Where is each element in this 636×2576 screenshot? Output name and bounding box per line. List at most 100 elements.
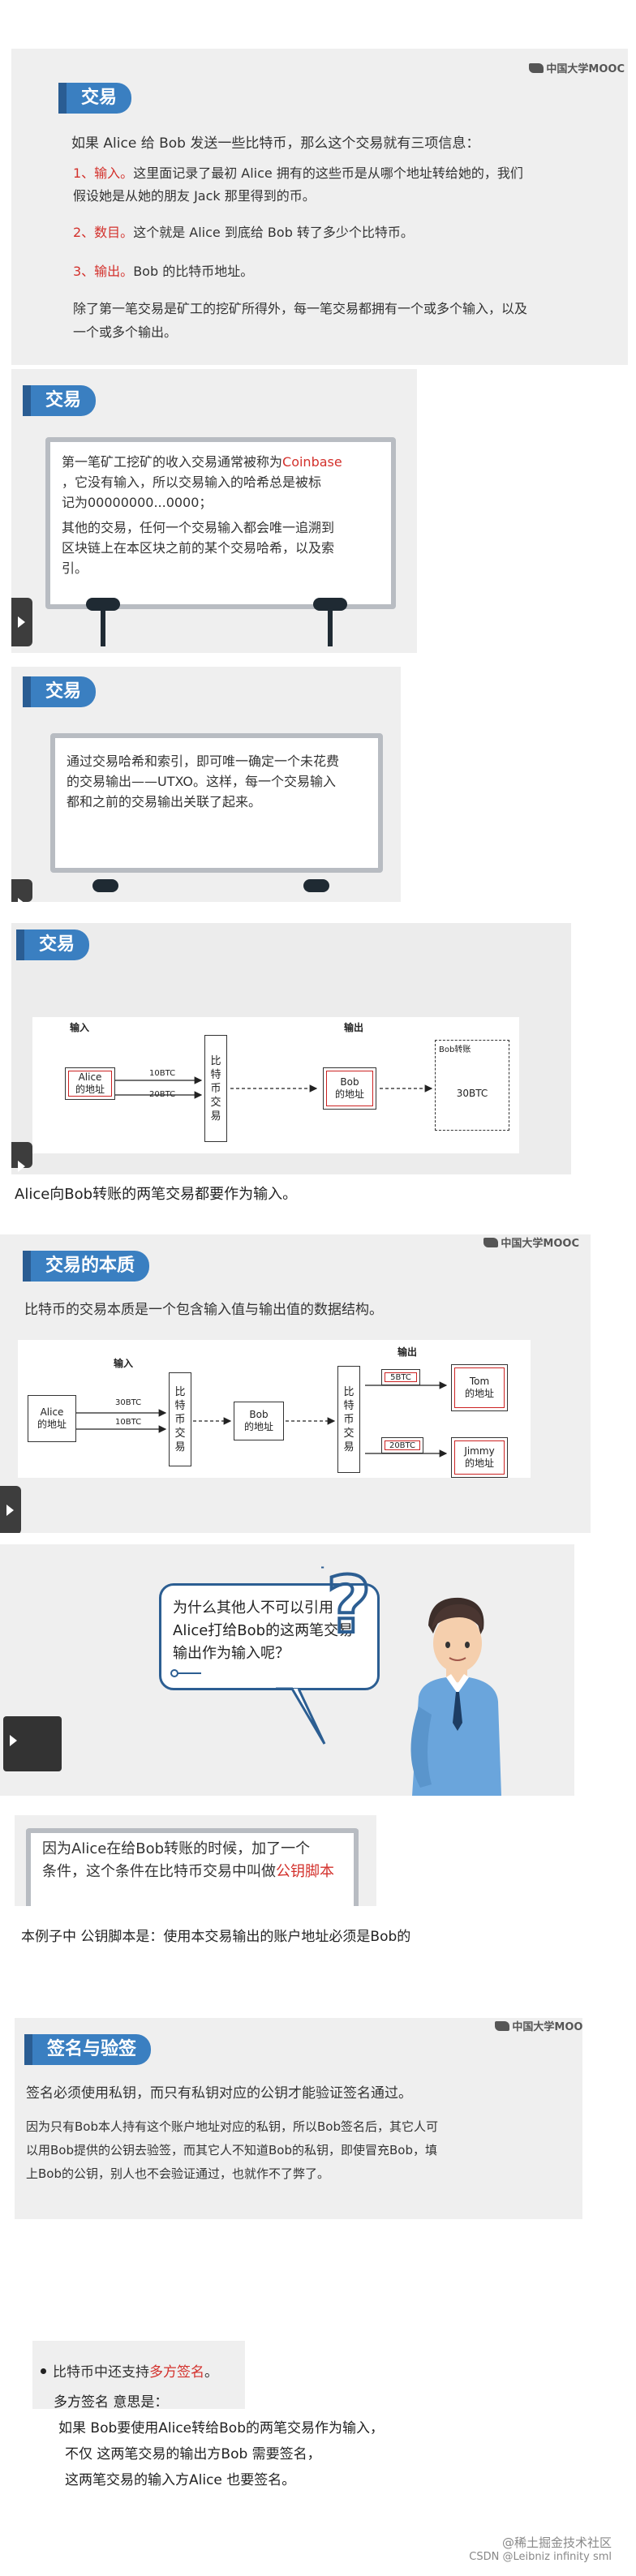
coinbase-line6: 引。 [62,560,88,576]
pubkey-script-term: 公钥脚本 [276,1863,334,1880]
pubkey-text-b: 条件，这个条件在比特币交易中叫做 [42,1863,276,1880]
mooc-logo-text: 中国大学MOOC [512,2021,582,2033]
bitcoin-tx-box-1: 比 特 币 交 易 [169,1372,191,1466]
utxo-line2: 的交易输出——UTXO。这样，每一个交易输入 [67,774,337,789]
slide-utxo: 交易 通过交易哈希和索引，即可唯一确定一个未花费 的交易输出——UTXO。这样，… [11,667,401,902]
whiteboard [45,437,396,609]
coinbase-line5: 区块链上在本区块之前的某个交易哈希，以及索 [62,540,335,556]
bitcoin-tx-box-2: 比 特 币 交 易 [337,1366,360,1473]
summary-text: 除了第一笔交易是矿工的挖矿所得外，每一笔交易都拥有一个或多个输入，以及 一个或多… [73,297,527,344]
mooc-logo: 中国大学MOOC [529,60,625,75]
multisig-note-line3: 不仅 这两笔交易的输出方Bob 需要签名， [65,2446,321,2462]
board-bar-right [313,598,347,611]
watermark-footer: @稀土掘金技术社区 CSDN @Leibniz infinity sml [469,2535,612,2565]
amount-30btc: 30BTC [115,1398,142,1407]
item-amount: 2、数目。这个就是 Alice 到底给 Bob 转了多少个比特币。 [73,221,414,245]
slide-question: 为什么其他人不可以引用Alice打给Bob的这两笔交易输出作为输入呢？ ? + [0,1544,574,1796]
mooc-logo-icon [495,2021,510,2031]
sign-line4: 上Bob的公钥，别人也不会验证通过，也就作不了弊了。 [26,2166,329,2181]
svg-text:+: + [321,1562,325,1576]
slide-transfer-diagram: 交易 输入 输出 Alice 的地址 10BTC 20BTC 比 特 币 交 易… [11,923,571,1174]
coinbase-term: Coinbase [282,454,342,470]
presenter-figure [410,1597,501,1796]
coinbase-text: 第一笔矿工挖矿的收入交易通常被称为Coinbase ，它没有输入，所以交易输入的… [62,452,386,578]
input-label: 输入 [70,1022,90,1033]
item-output-label: 3、输出。 [73,264,134,279]
item-output-text: Bob 的比特币地址。 [133,264,254,279]
mooc-logo-text: 中国大学MOOC [501,1238,579,1250]
mooc-logo-text: 中国大学MOOC [546,63,625,75]
coinbase-line1: 第一笔矿工挖矿的收入交易通常被称为 [62,454,283,470]
item-amount-label: 2、数目。 [73,225,134,240]
play-side-button[interactable] [0,1486,21,1533]
amount-10btc: 10BTC [115,1418,142,1427]
alice-address-box: Alice 的地址 [65,1067,115,1100]
sign-line2: 因为只有Bob本人持有这个账户地址对应的私钥，所以Bob签名后，其它人可 [26,2119,438,2134]
arrows [76,1381,448,1458]
play-side-button[interactable] [11,879,32,902]
utxo-line3: 都和之前的交易输出关联了起来。 [67,794,262,809]
watermark-juejin: @稀土掘金技术社区 [501,2535,612,2550]
whiteboard [50,733,383,873]
multisig-note-line1: 多方签名 意思是： [54,2394,169,2411]
question-mark-icon: ? + [321,1562,373,1643]
item-amount-text: 这个就是 Alice 到底给 Bob 转了多少个比特币。 [133,225,414,240]
intro-text: 如果 Alice 给 Bob 发送一些比特币，那么这个交易就有三项信息： [71,135,480,152]
tom-address-box: Tom 的地址 [451,1364,508,1411]
sign-line1: 签名必须使用私钥，而只有私钥对应的公钥才能验证签名通过。 [26,2085,412,2102]
item-input: 1、输入。这里面记录了最初 Alice 拥有的这些币是从哪个地址转给她的，我们 … [73,162,523,208]
bitcoin-tx-box: 比 特 币 交 易 [204,1035,227,1142]
slide-pubkey-script: 因为Alice在给Bob转账的时候，加了一个 条件，这个条件在比特币交易中叫做公… [15,1815,376,1906]
arrows [115,1076,433,1099]
bob-address-box: Bob 的地址 [323,1067,376,1110]
multisig-note-line2: 如果 Bob要使用Alice转给Bob的两笔交易作为输入， [58,2420,384,2436]
coinbase-line4: 其他的交易，任何一个交易输入都会唯一追溯到 [62,520,335,535]
board-stand-left [101,611,105,646]
watermark-csdn: CSDN @Leibniz infinity sml [469,2551,612,2563]
play-side-button[interactable] [11,598,32,646]
slide-transaction-info: 中国大学MOOC 交易 如果 Alice 给 Bob 发送一些比特币，那么这个交… [11,49,628,365]
item-output: 3、输出。Bob 的比特币地址。 [73,260,253,284]
transfer-caption: Alice向Bob转账的两笔交易都要作为输入。 [11,1176,385,1210]
utxo-line1: 通过交易哈希和索引，即可唯一确定一个未花费 [67,753,340,769]
pubkey-text-a: 因为Alice在给Bob转账的时候，加了一个 [42,1840,311,1857]
multisig-notes: 多方签名 意思是： 如果 Bob要使用Alice转给Bob的两笔交易作为输入， … [54,2389,384,2493]
output-label: 输出 [398,1346,418,1358]
essence-text: 比特币的交易本质是一个包含输入值与输出值的数据结构。 [24,1302,383,1318]
section-title: 交易 [58,83,132,114]
output-label: 输出 [344,1022,364,1033]
bullet-dot [41,2368,46,2374]
coinbase-line3: 记为00000000...0000； [62,495,213,510]
section-title: 签名与验签 [24,2034,152,2065]
key-icon [170,1669,201,1677]
section-title: 交易 [16,930,90,960]
slide-sign-verify: 中国大学MOOC 签名与验签 签名必须使用私钥，而只有私钥对应的公钥才能验证签名… [15,2018,582,2219]
item-input-label: 1、输入。 [73,165,134,181]
pubkey-script-text: 因为Alice在给Bob转账的时候，加了一个 条件，这个条件在比特币交易中叫做公… [42,1838,355,1883]
multisig-bullet: 比特币中还支持多方签名。 [41,2360,218,2385]
section-title: 交易 [23,676,97,707]
bubble-tail [276,1687,326,1745]
board-bar-left [86,598,120,611]
mooc-logo: 中国大学MOOC [495,2018,582,2033]
sign-detail: 因为只有Bob本人持有这个账户地址对应的私钥，所以Bob签名后，其它人可 以用B… [26,2115,545,2186]
slide-coinbase: 交易 第一笔矿工挖矿的收入交易通常被称为Coinbase ，它没有输入，所以交易… [11,369,417,653]
mooc-logo: 中国大学MOOC [483,1234,579,1250]
board-bar-right [303,879,329,892]
essence-diagram: 输入 输出 Alice 的地址 30BTC 10BTC 比 特 币 交 易 Bo… [18,1340,531,1478]
alice-address-box: Alice 的地址 [28,1395,76,1442]
multisig-text-a: 比特币中还支持 [53,2364,149,2381]
board-bar-left [92,879,118,892]
slide-tx-essence: 中国大学MOOC 交易的本质 比特币的交易本质是一个包含输入值与输出值的数据结构… [0,1234,591,1533]
play-side-button[interactable] [11,1142,32,1172]
mooc-logo-icon [483,1238,499,1247]
jimmy-address-box: Jimmy 的地址 [451,1437,508,1478]
section-title: 交易的本质 [23,1251,150,1282]
amount-10btc: 10BTC [149,1069,176,1078]
slide-multisig: 比特币中还支持多方签名。 [32,2341,245,2409]
whiteboard [26,1828,359,1906]
multisig-term: 多方签名 [149,2364,204,2381]
play-button[interactable] [3,1716,62,1771]
summary-text-b: 一个或多个输出。 [73,324,178,340]
summary-text-a: 除了第一笔交易是矿工的挖矿所得外，每一笔交易都拥有一个或多个输入，以及 [73,301,528,316]
